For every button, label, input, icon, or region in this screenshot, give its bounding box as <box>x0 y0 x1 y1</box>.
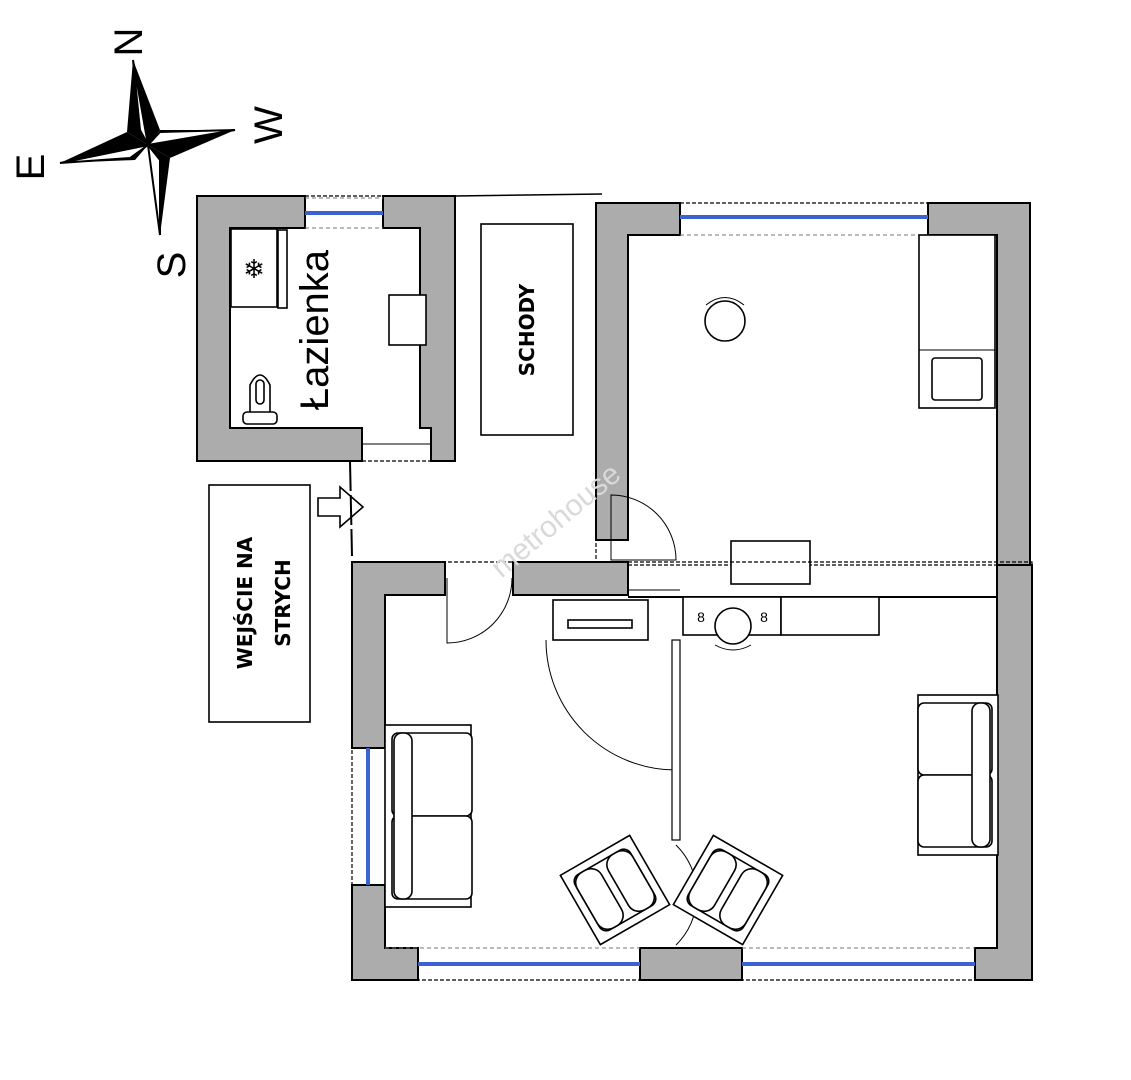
stairs <box>480 223 574 436</box>
compass-west-label: W <box>247 106 291 144</box>
kitchen-room <box>595 202 1031 585</box>
bathroom: ❄ Łazienka <box>196 195 456 462</box>
compass-north-label: N <box>107 28 151 57</box>
partition <box>671 639 681 841</box>
compass-south-label: S <box>150 252 194 279</box>
attic-entrance-sign <box>208 484 311 723</box>
door-swing <box>446 577 513 644</box>
counter <box>780 596 880 636</box>
arrow-right-icon <box>317 485 365 529</box>
bathroom-label: Łazienka <box>293 249 337 410</box>
radiator <box>277 229 288 309</box>
armchair <box>559 834 671 946</box>
sofa <box>384 724 473 908</box>
door-swing <box>610 494 677 561</box>
sink <box>388 294 427 346</box>
compass-east-label: E <box>9 154 53 181</box>
washing-machine <box>230 228 278 308</box>
attic-entrance-label-line1: WEJŚCIE NA <box>233 536 257 669</box>
compass-rose-icon <box>59 59 236 236</box>
living-room: 8 8 <box>351 561 1033 981</box>
snowflake-icon: ❄ <box>243 254 265 284</box>
svg-text:8: 8 <box>697 609 705 625</box>
door-swing <box>545 639 677 771</box>
stool <box>704 300 746 342</box>
sink <box>931 357 983 401</box>
attic-entrance-label-line2: STRYCH <box>271 559 295 647</box>
armchair <box>672 834 784 946</box>
stool <box>714 607 752 645</box>
sofa <box>917 694 999 856</box>
stairs-label: SCHODY <box>515 283 539 376</box>
svg-text:8: 8 <box>760 609 768 625</box>
